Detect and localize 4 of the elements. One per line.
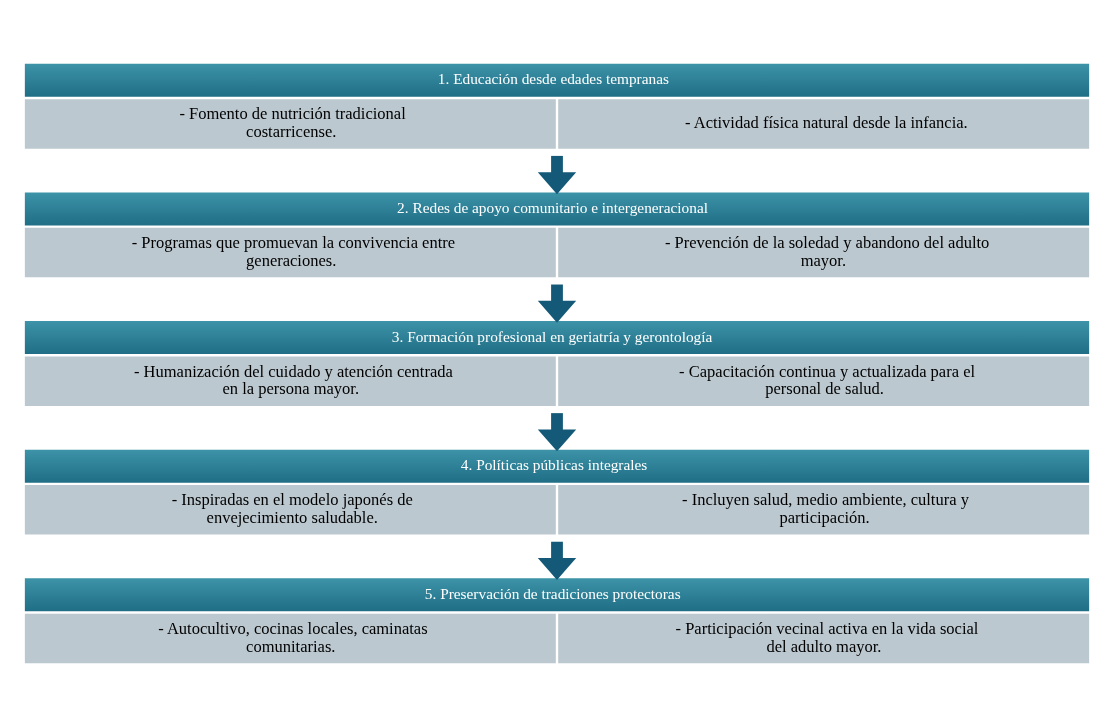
arrow [537, 413, 577, 452]
arrow [537, 541, 577, 580]
arrow [537, 284, 577, 323]
arrow [537, 155, 577, 195]
